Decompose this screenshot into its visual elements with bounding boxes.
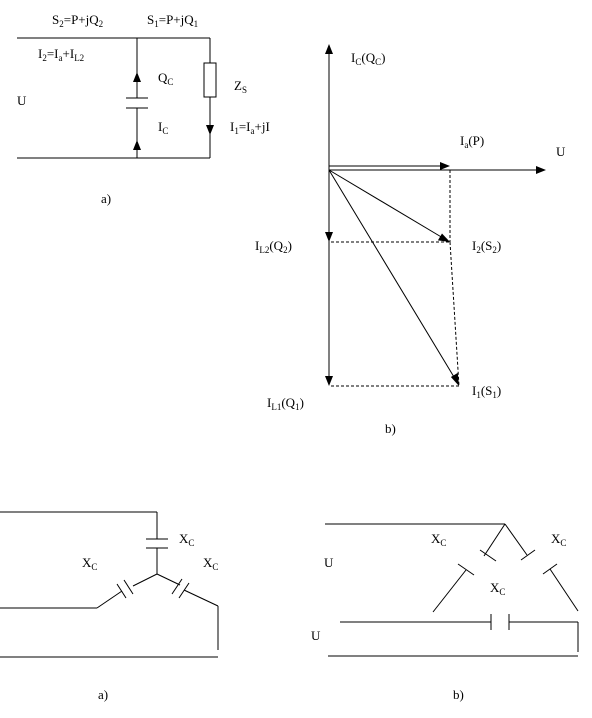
phasor-i1 — [328, 169, 455, 378]
phasor-i1-arrowhead — [450, 372, 459, 386]
label-zs: ZS — [234, 78, 247, 95]
label-il1-q1: IL1(Q1) — [267, 395, 304, 412]
star-capacitors-figure-a: XC XC XC a) — [0, 511, 219, 702]
phasor-i2-arrowhead — [437, 233, 450, 242]
label-ia-p: Ia(P) — [460, 133, 484, 150]
impedance-zs-box — [203, 62, 217, 98]
capacitor-delta-left-plate-2 — [457, 563, 475, 576]
phasor-i2 — [328, 169, 444, 239]
projection-i1-vertical — [449, 241, 460, 387]
label-xc-right: XC — [203, 555, 218, 572]
star-right-branch-outer-wire — [183, 589, 219, 607]
label-i2: I2=Ia+IL2 — [38, 46, 84, 63]
caption-a-top: a) — [101, 191, 111, 206]
phasor-ia-arrowhead — [440, 162, 450, 170]
delta-left-upper-wire — [483, 523, 506, 557]
axis-ic-arrowhead — [325, 44, 333, 54]
label-ic-qc: IC(QC) — [351, 50, 385, 67]
label-delta-u-bottom: U — [311, 628, 321, 643]
phasor-il1-arrowhead — [325, 376, 333, 386]
capacitor-left-plate-1 — [123, 579, 134, 595]
label-xc-top: XC — [179, 531, 194, 548]
star-left-branch-wire — [132, 573, 158, 587]
label-delta-xc-middle: XC — [490, 580, 505, 597]
label-delta-u-top: U — [324, 555, 334, 570]
qc-arrow — [133, 72, 141, 82]
delta-left-lower-wire — [432, 569, 467, 613]
star-left-branch-outer-wire — [96, 590, 123, 609]
ic-arrow — [133, 140, 141, 150]
star-right-branch-wire — [156, 573, 181, 586]
label-qc: QC — [158, 70, 173, 87]
delta-right-upper-wire — [504, 523, 528, 556]
label-i1-s1: I1(S1) — [472, 383, 501, 400]
label-u-axis: U — [556, 144, 566, 159]
phasor-figure-b: IC(QC) Ia(P) U IL2(Q2) I2(S2) IL1(Q1) I1… — [255, 44, 566, 436]
capacitor-right-plate-1 — [171, 578, 183, 595]
label-u: U — [17, 93, 27, 108]
label-ic: IC — [158, 119, 168, 136]
phasor-il2-arrowhead — [325, 232, 333, 242]
capacitor-delta-right-plate-1 — [520, 549, 536, 561]
label-i1: I1=Ia+jI — [230, 119, 270, 136]
delta-capacitors-figure-b: XC XC XC U U b) — [311, 523, 579, 702]
axis-u-arrowhead — [536, 166, 546, 174]
label-s1: S1=P+jQ1 — [147, 12, 198, 29]
caption-a-bottom: a) — [98, 687, 108, 702]
delta-right-lower-wire — [549, 568, 579, 612]
label-delta-xc-left: XC — [431, 531, 446, 548]
label-s2: S2=P+jQ2 — [52, 12, 103, 29]
label-il2-q2: IL2(Q2) — [255, 238, 292, 255]
circuit-figure-a: S2=P+jQ2 S1=P+jQ1 I2=Ia+IL2 U QC IC ZS I… — [17, 12, 270, 206]
i1-arrow — [206, 125, 214, 135]
label-delta-xc-right: XC — [551, 531, 566, 548]
caption-b-top: b) — [385, 421, 396, 436]
label-xc-left: XC — [82, 555, 97, 572]
label-i2-s2: I2(S2) — [472, 238, 501, 255]
capacitor-delta-left-plate-1 — [479, 549, 497, 562]
caption-b-bottom: b) — [453, 687, 464, 702]
